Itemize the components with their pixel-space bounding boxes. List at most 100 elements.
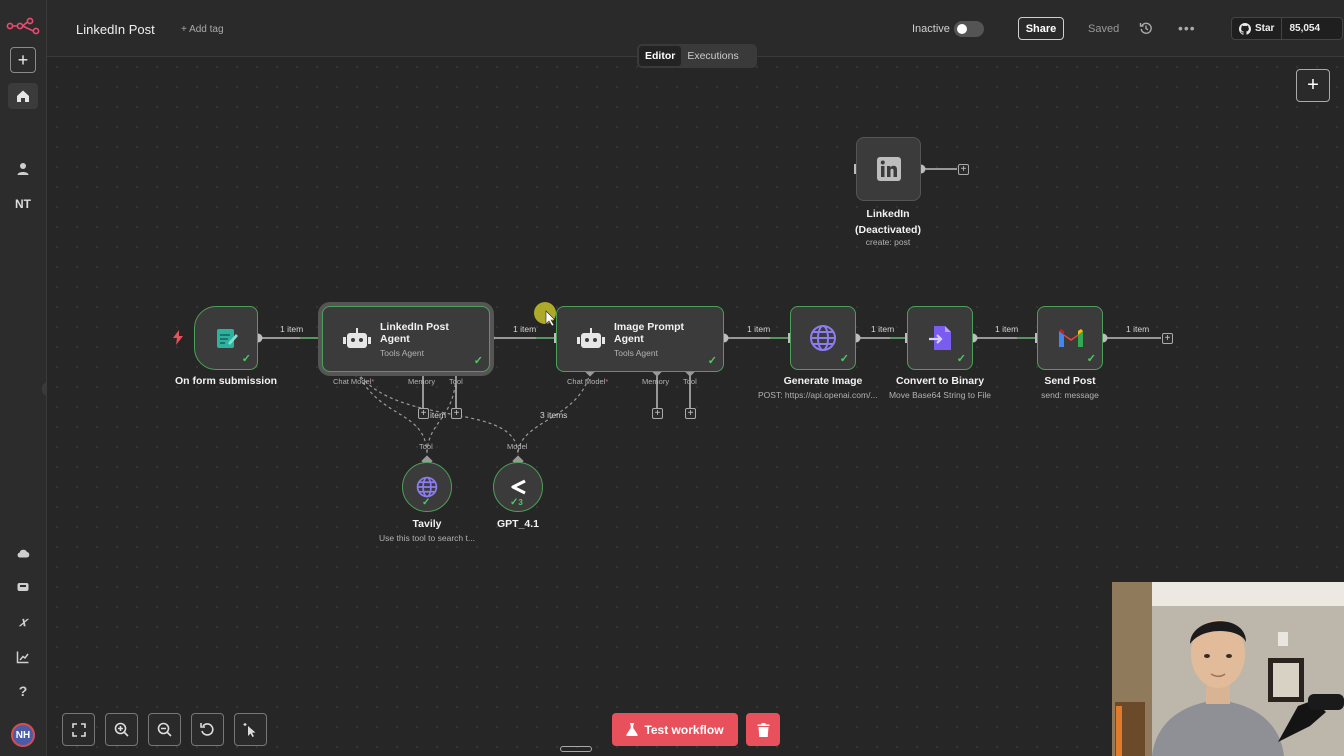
form-icon [214, 325, 240, 351]
left-sidebar: + NT 𝑥 ? NH [0, 0, 47, 756]
delete-execution-button[interactable] [746, 713, 780, 746]
node-gpt-4-1[interactable]: ✓3 [493, 462, 543, 512]
success-check-icon: ✓ [473, 355, 483, 367]
zoom-in-icon [114, 722, 129, 737]
reset-zoom-button[interactable] [191, 713, 224, 746]
node-subtitle: send: message [1041, 390, 1099, 400]
n8n-logo-icon[interactable] [6, 17, 40, 35]
node-label: Send Post [1044, 375, 1096, 387]
plus-icon: + [17, 49, 29, 70]
node-convert-to-binary[interactable]: ✓ [907, 306, 973, 370]
sidebar-project-nt[interactable]: NT [15, 197, 31, 211]
zoom-in-button[interactable] [105, 713, 138, 746]
more-options-icon[interactable]: ••• [1178, 20, 1196, 36]
workflow-title[interactable]: LinkedIn Post [76, 22, 155, 37]
variables-icon: 𝑥 [19, 614, 27, 629]
linkedin-icon [877, 157, 901, 181]
test-workflow-button[interactable]: Test workflow [612, 713, 738, 746]
node-send-post[interactable]: ✓ [1037, 306, 1103, 370]
node-subtitle: Tools Agent [380, 348, 424, 358]
active-status-label: Inactive [912, 23, 950, 35]
github-star-label: Star [1232, 18, 1283, 39]
port-label-tool: Tool [683, 377, 697, 386]
port-label-memory: Memory [642, 377, 670, 386]
zoom-out-icon [157, 722, 172, 737]
chart-icon [16, 651, 29, 664]
add-tool-button[interactable]: + [451, 408, 462, 419]
tidy-up-button[interactable] [234, 713, 267, 746]
port-label-model-in: Model [507, 442, 528, 451]
flask-icon [626, 723, 639, 736]
user-icon [17, 163, 29, 175]
user-avatar[interactable]: NH [11, 723, 35, 747]
webcam-presenter-image [1112, 582, 1344, 756]
sidebar-home-button[interactable] [8, 83, 38, 109]
sidebar-variables-button[interactable]: 𝑥 [8, 609, 38, 635]
node-label: GPT_4.1 [496, 518, 540, 530]
node-subtitle: create: post [865, 237, 911, 247]
node-linkedin-deactivated[interactable] [856, 137, 921, 201]
node-generate-image[interactable]: ✓ [790, 306, 856, 370]
plus-icon: + [1307, 74, 1319, 96]
success-check-icon: ✓3 [510, 497, 523, 508]
tab-editor[interactable]: Editor [639, 46, 682, 66]
port-label-tool: Tool [449, 377, 463, 386]
add-tag-button[interactable]: + Add tag [181, 24, 224, 35]
node-subtitle: POST: https://api.openai.com/... [758, 390, 878, 400]
history-icon[interactable] [1139, 21, 1153, 35]
success-check-icon: ✓ [422, 497, 431, 508]
tab-executions[interactable]: Executions [687, 50, 739, 62]
add-memory-button[interactable]: + [418, 408, 429, 419]
sidebar-help-button[interactable]: ? [8, 678, 38, 704]
trash-icon [757, 722, 769, 737]
port-label-memory: Memory [408, 377, 436, 386]
success-check-icon: ✓ [956, 353, 966, 365]
node-form-submission[interactable]: ✓ [194, 306, 258, 370]
robot-icon [343, 327, 371, 351]
help-icon: ? [18, 683, 28, 699]
github-star-button[interactable]: Star 85,054 [1231, 17, 1343, 40]
logs-panel-handle[interactable] [560, 746, 592, 752]
gmail-icon [1057, 327, 1085, 349]
connection-label: 1 item [1126, 324, 1150, 334]
connection-label: 1 item [513, 324, 537, 334]
fit-view-button[interactable] [62, 713, 95, 746]
sidebar-insights-button[interactable] [8, 644, 38, 670]
node-subtitle: Tools Agent [614, 348, 658, 358]
github-icon [1239, 22, 1251, 35]
node-tavily[interactable]: ✓ [402, 462, 452, 512]
github-star-count: 85,054 [1289, 23, 1321, 34]
connection-label: 1 item [747, 324, 771, 334]
openai-icon [511, 479, 526, 495]
globe-icon [416, 476, 438, 498]
add-node-button[interactable]: + [1296, 69, 1330, 102]
node-label: Tavily [412, 518, 442, 530]
node-label: Convert to Binary [895, 375, 985, 387]
box-icon [17, 583, 29, 591]
node-label: On form submission [174, 375, 278, 387]
sidebar-add-button[interactable]: + [10, 47, 36, 73]
connection-label: 1 item [995, 324, 1019, 334]
sidebar-cloud-button[interactable] [8, 540, 38, 566]
file-convert-icon [928, 324, 954, 352]
add-memory-button[interactable]: + [652, 408, 663, 419]
connection-label: item [430, 410, 447, 420]
active-toggle[interactable] [954, 21, 984, 37]
share-button[interactable]: Share [1018, 17, 1064, 40]
globe-icon [809, 324, 837, 352]
add-next-node-button[interactable]: + [1162, 333, 1173, 344]
sidebar-templates-button[interactable] [8, 574, 38, 600]
saved-status: Saved [1088, 23, 1120, 35]
zoom-out-button[interactable] [148, 713, 181, 746]
sidebar-personal-button[interactable] [8, 156, 38, 182]
add-next-node-button[interactable]: + [958, 164, 969, 175]
node-label: LinkedIn (Deactivated) [855, 208, 921, 236]
view-tabs: Editor Executions [637, 44, 757, 68]
add-tool-button[interactable]: + [685, 408, 696, 419]
webcam-overlay [1112, 582, 1344, 756]
